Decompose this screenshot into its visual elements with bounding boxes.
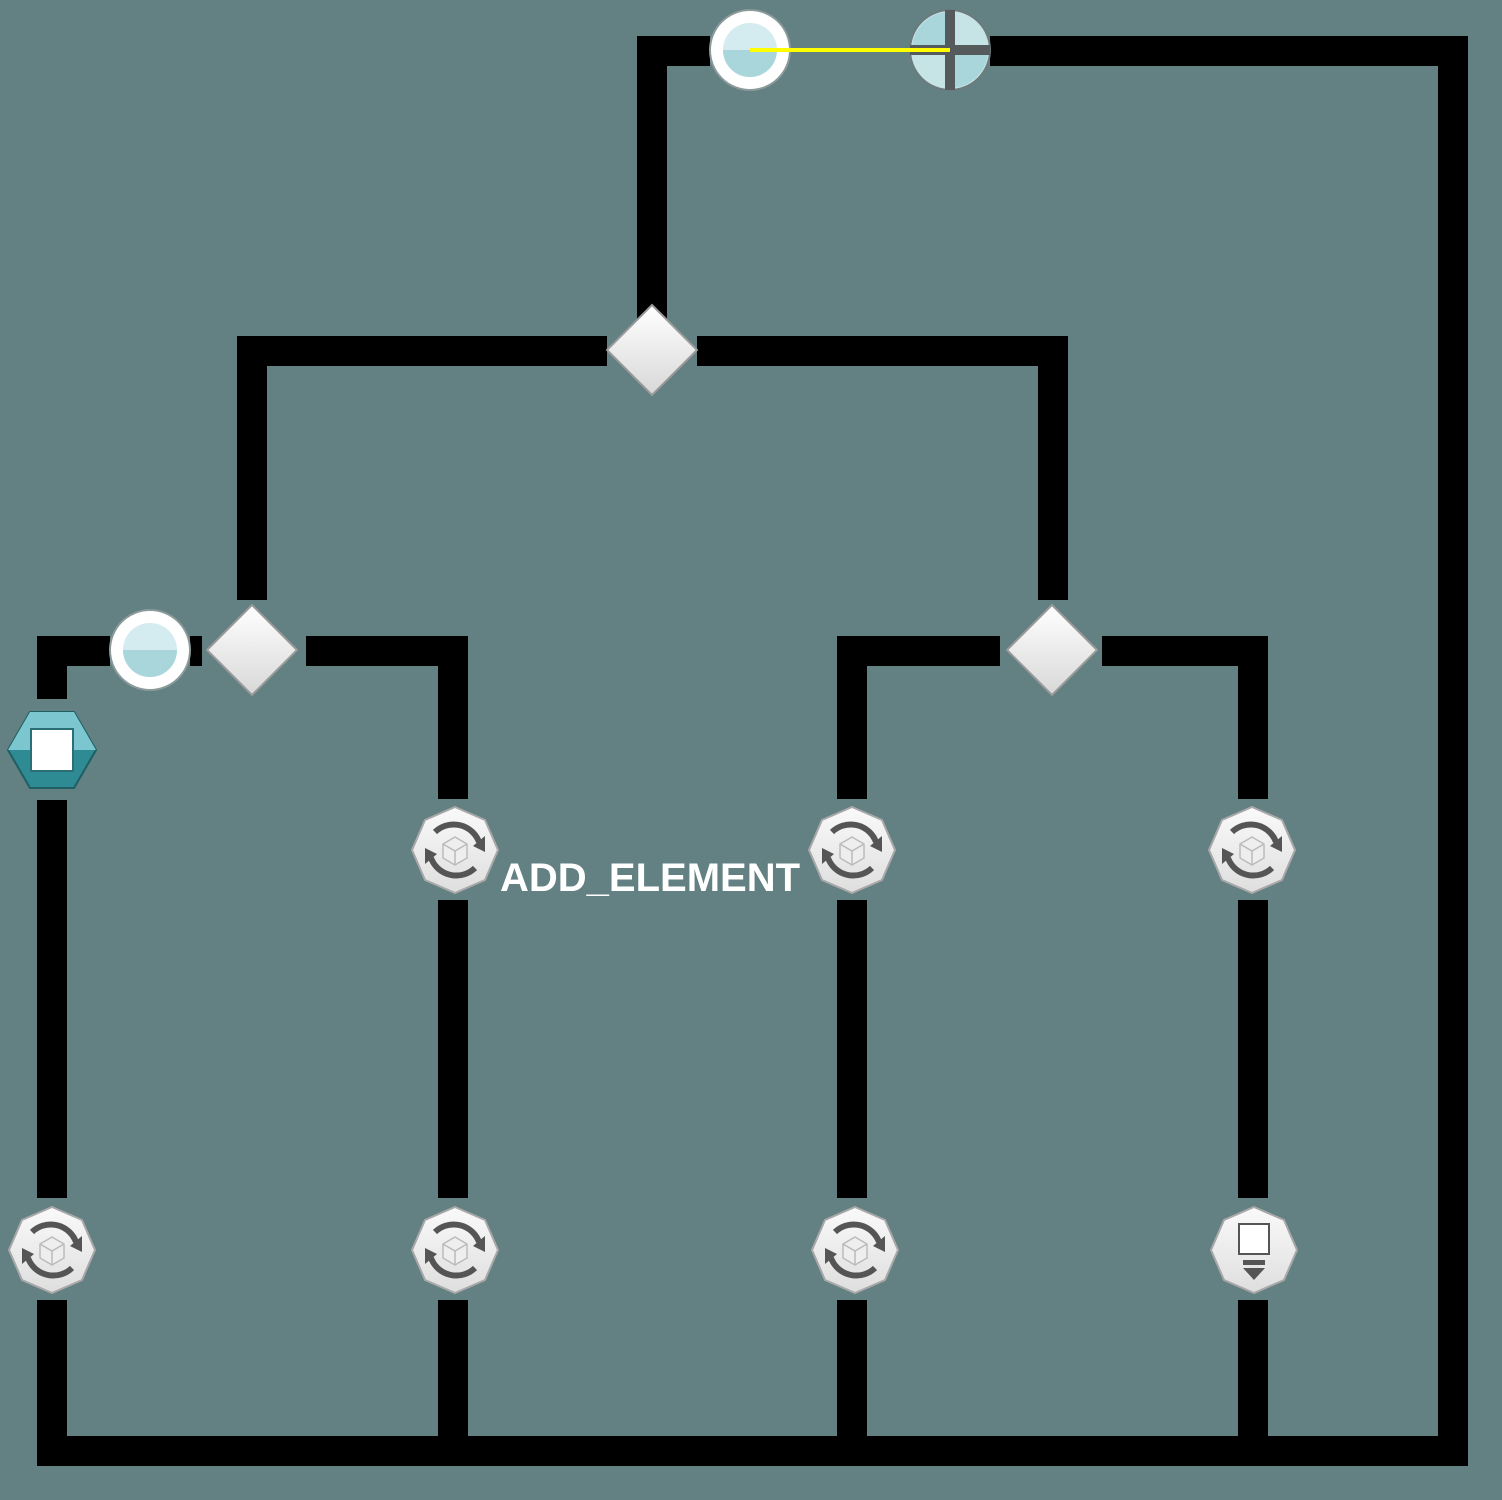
orb-node[interactable]	[109, 609, 191, 691]
branch-diamond-left[interactable]	[205, 603, 299, 697]
cycle-cube-icon	[412, 1207, 498, 1293]
cycle-node-1[interactable]	[412, 807, 498, 893]
cycle-cube-icon	[1209, 807, 1295, 893]
cycle-cube-icon	[9, 1207, 95, 1293]
cycle-node-6[interactable]	[812, 1207, 898, 1293]
stop-block-node[interactable]	[6, 711, 98, 789]
cycle-cube-icon	[412, 807, 498, 893]
branch-diamond-top[interactable]	[605, 303, 699, 397]
cycle-node-4[interactable]	[9, 1207, 95, 1293]
orb-icon	[109, 609, 191, 691]
cycle-node-5[interactable]	[412, 1207, 498, 1293]
diamond-icon	[1005, 603, 1099, 697]
add-element-label: ADD_ELEMENT	[500, 856, 800, 900]
output-node[interactable]	[1209, 1205, 1299, 1295]
diamond-icon	[605, 303, 699, 397]
diamond-icon	[205, 603, 299, 697]
hexagon-square-icon	[6, 711, 98, 789]
cycle-cube-icon	[812, 1207, 898, 1293]
cycle-node-3[interactable]	[1209, 807, 1295, 893]
cycle-cube-icon	[809, 807, 895, 893]
square-arrow-down-icon	[1209, 1205, 1299, 1295]
branch-diamond-right[interactable]	[1005, 603, 1099, 697]
cycle-node-2[interactable]	[809, 807, 895, 893]
track-network	[37, 36, 1468, 1466]
